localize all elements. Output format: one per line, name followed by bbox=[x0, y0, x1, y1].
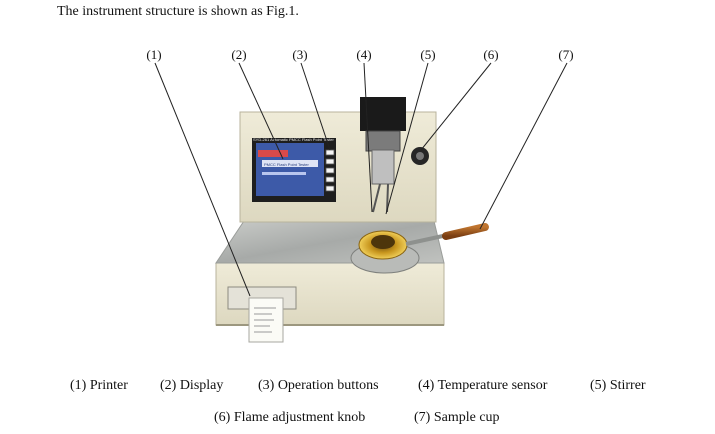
legend-printer: (1) Printer bbox=[70, 378, 128, 393]
flame-adjustment-knob bbox=[411, 147, 429, 165]
legend-stirrer: (5) Stirrer bbox=[590, 378, 646, 393]
callout-7: (7) bbox=[558, 47, 574, 62]
legend-temperature-sensor: (4) Temperature sensor bbox=[418, 378, 548, 393]
callout-1: (1) bbox=[146, 47, 162, 62]
legend-flame-adjustment-knob: (6) Flame adjustment knob bbox=[214, 410, 366, 425]
legend-sample-cup: (7) Sample cup bbox=[414, 410, 500, 425]
operation-buttons bbox=[325, 149, 335, 192]
callout-4: (4) bbox=[356, 47, 372, 62]
screen-title-text: SYD-261 Automatic PMCC Flash Point Teste… bbox=[253, 137, 335, 142]
intro-text: The instrument structure is shown as Fig… bbox=[57, 4, 299, 19]
legend-display: (2) Display bbox=[160, 378, 224, 393]
callout-5: (5) bbox=[420, 47, 436, 62]
printer bbox=[227, 286, 297, 343]
display-screen: SYD-261 Automatic PMCC Flash Point Teste… bbox=[252, 137, 336, 202]
sample-cup bbox=[350, 223, 489, 274]
screen-body-text: PMCC Flash Point Tester bbox=[264, 162, 309, 167]
callout-3: (3) bbox=[292, 47, 308, 62]
callout-2: (2) bbox=[231, 47, 247, 62]
leader-lines bbox=[154, 62, 568, 297]
legend-operation-buttons: (3) Operation buttons bbox=[258, 378, 379, 393]
callout-6: (6) bbox=[483, 47, 499, 62]
